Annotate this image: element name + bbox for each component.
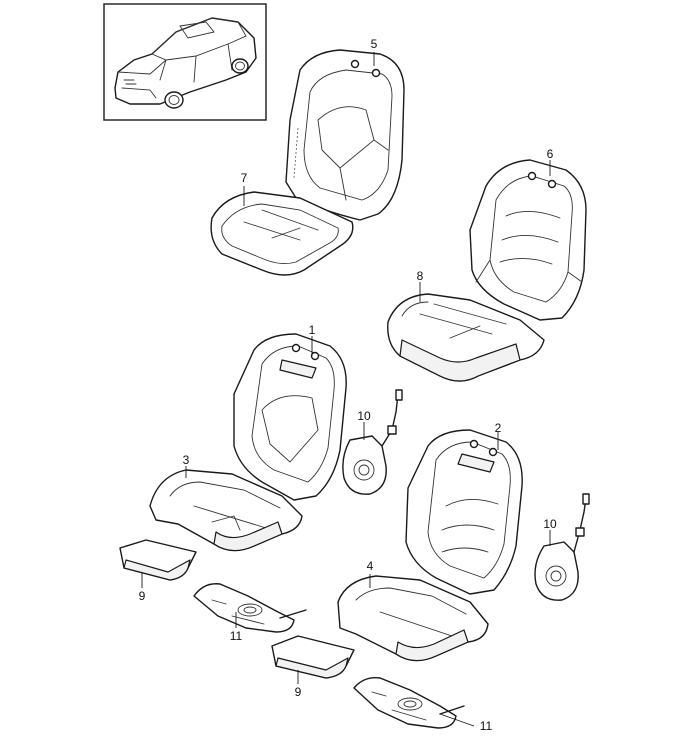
part-11-heater-mat-left bbox=[193, 583, 307, 633]
part-10-adjuster-lower bbox=[534, 493, 590, 601]
callout-11-right: 11 bbox=[480, 719, 493, 733]
leader-lines bbox=[141, 52, 551, 727]
callout-5: 5 bbox=[371, 37, 378, 51]
callout-2: 2 bbox=[495, 421, 502, 435]
part-3-cushion-frame bbox=[149, 469, 303, 552]
callout-9-right: 9 bbox=[295, 685, 302, 699]
callout-1: 1 bbox=[309, 323, 316, 337]
callout-10-upper: 10 bbox=[357, 409, 371, 423]
callout-4: 4 bbox=[367, 559, 374, 573]
part-6-sport-backrest bbox=[469, 159, 587, 321]
callout-6: 6 bbox=[547, 147, 554, 161]
part-9-foam-pad-left bbox=[119, 539, 197, 581]
callout-3: 3 bbox=[183, 453, 190, 467]
part-8-sport-cushion bbox=[387, 293, 545, 382]
vehicle-thumbnail bbox=[103, 3, 267, 121]
callout-labels: 5 6 7 8 1 10 3 2 10 4 9 11 9 11 bbox=[139, 37, 557, 733]
callout-10-lower: 10 bbox=[543, 517, 557, 531]
part-2-backrest bbox=[405, 429, 523, 595]
part-5-backrest-cover bbox=[285, 49, 405, 221]
part-7-cushion-cover bbox=[210, 191, 354, 276]
car-icon bbox=[114, 17, 257, 109]
callout-7: 7 bbox=[241, 171, 248, 185]
part-1-backrest bbox=[233, 333, 347, 501]
part-9-foam-pad-right bbox=[271, 635, 355, 679]
callout-8: 8 bbox=[417, 269, 424, 283]
callout-11-left: 11 bbox=[230, 629, 243, 643]
callout-9-left: 9 bbox=[139, 589, 146, 603]
part-11-heater-mat-right bbox=[353, 677, 465, 729]
part-4-cushion-frame bbox=[337, 575, 489, 662]
part-10-adjuster-upper bbox=[342, 389, 403, 495]
